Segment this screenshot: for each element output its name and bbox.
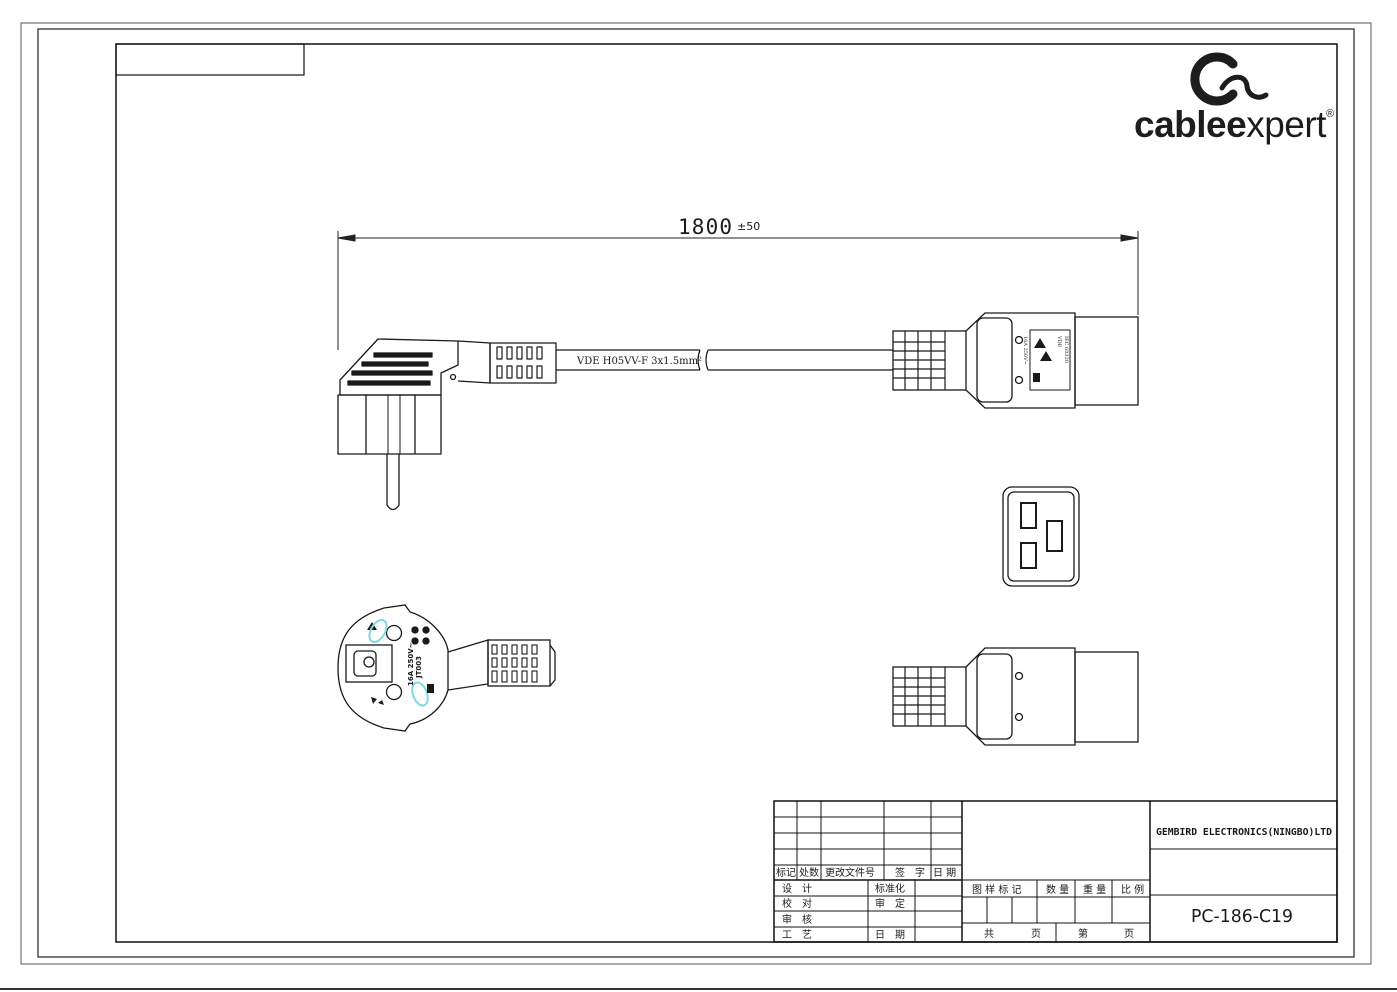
dimension-value: 1800	[678, 215, 732, 239]
schuko-plug-front-view	[337, 604, 556, 732]
c19-connector-front-view	[1002, 486, 1080, 587]
schuko-plug-side-view	[337, 338, 557, 511]
info-header-weight: 重 量	[1083, 883, 1106, 896]
connector-marking-text: 16A 250V~ VDE IEC 60320	[1022, 335, 1069, 365]
footer-total: 共	[984, 928, 994, 940]
drawing-border	[115, 43, 1338, 943]
svg-text:16A 250V~: 16A 250V~	[1022, 336, 1028, 365]
part-number: PC-186-C19	[1191, 906, 1293, 927]
rev-header-sign: 签 字	[895, 866, 925, 879]
row-label-process: 工 艺	[782, 929, 812, 941]
info-header-qty: 数 量	[1046, 883, 1069, 896]
rev-header-mark: 标记	[776, 867, 796, 879]
cable-specification-label: VDE H05VV-F 3x1.5mm²	[576, 356, 702, 367]
rev-header-count: 处数	[799, 866, 819, 879]
right-label-approve: 审 定	[875, 897, 905, 910]
outer-frame	[20, 22, 1372, 965]
footer-sheet: 第	[1078, 927, 1088, 940]
info-header-mark: 图 样 标 记	[972, 883, 1022, 896]
row-label-review: 审 核	[782, 913, 812, 926]
rev-header-doc: 更改文件号	[825, 866, 875, 879]
footer-pages-1: 页	[1031, 928, 1041, 940]
info-header-scale: 比 例	[1121, 883, 1144, 896]
plug-code-mark: JT003	[415, 656, 423, 679]
right-label-date: 日 期	[875, 929, 905, 941]
plug-rating-mark: 16A 250V~	[407, 642, 415, 686]
company-name: GEMBIRD ELECTRONICS(NINGBO)LTD	[1156, 827, 1332, 838]
dimension-tolerance: ±50	[737, 220, 760, 233]
svg-text:VDE: VDE	[1056, 335, 1062, 348]
cable	[556, 349, 893, 371]
right-label-standard: 标准化	[875, 882, 905, 895]
cablexpert-logo-icon	[1190, 52, 1269, 106]
corner-label-box	[115, 43, 305, 76]
title-block-text: 标记 处数 更改文件号 签 字 日 期 设 计 校 对 审 核 工 艺 标准化 …	[776, 866, 1144, 941]
dimension-line	[337, 231, 1139, 350]
rev-header-date: 日 期	[933, 867, 956, 879]
inner-frame	[37, 28, 1355, 958]
svg-text:IEC 60320: IEC 60320	[1063, 336, 1069, 363]
cablexpert-logo-wordmark: cableexpert®	[1134, 104, 1334, 145]
row-label-check: 校 对	[782, 897, 812, 910]
row-label-design: 设 计	[782, 882, 812, 895]
c19-connector-bottom-view	[892, 647, 1139, 746]
c19-connector-side-view	[892, 312, 1139, 409]
footer-pages-2: 页	[1124, 928, 1134, 940]
title-block	[773, 800, 1338, 943]
